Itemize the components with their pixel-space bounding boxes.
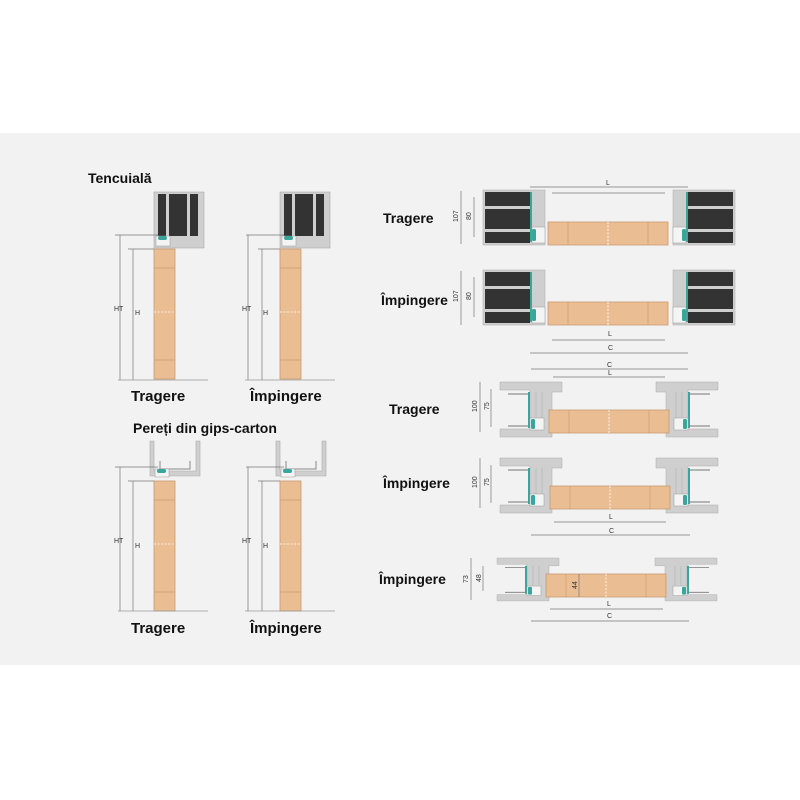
dim-l: L: [608, 331, 612, 338]
plan-thin-push: Împingere 44 L C 73 48: [378, 557, 718, 622]
dim-75: 75: [484, 402, 491, 410]
section-title-plaster: Tencuială: [88, 170, 152, 186]
label-pull: Tragere: [131, 620, 185, 637]
dim-h: H: [263, 310, 268, 317]
dim-100: 100: [472, 400, 479, 412]
dim-h: H: [263, 543, 268, 550]
elevation-plaster-pull: HT H Tragere: [114, 191, 208, 405]
dim-107: 107: [453, 210, 460, 222]
elevation-drywall-pull: HT H Tragere: [114, 440, 208, 637]
plan-plaster-push: Împingere L C 107 80: [380, 269, 736, 354]
plan-plaster-pull: Tragere L 107 80: [383, 180, 736, 246]
dim-h: H: [135, 310, 140, 317]
dim-44: 44: [572, 581, 579, 589]
label-pull: Tragere: [131, 388, 185, 405]
dim-l: L: [606, 180, 610, 187]
dim-ht: HT: [114, 538, 124, 545]
label-pull: Tragere: [389, 401, 440, 417]
section-title-drywall: Pereți din gips-carton: [133, 420, 277, 436]
elevation-drywall-push: HT H Împingere: [242, 440, 335, 637]
label-pull: Tragere: [383, 210, 434, 226]
dim-ht: HT: [242, 538, 252, 545]
label-push: Împingere: [378, 570, 446, 587]
dim-80: 80: [466, 292, 473, 300]
dim-107: 107: [453, 290, 460, 302]
elevation-plaster-push: HT H Împingere: [242, 191, 335, 405]
plan-drywall-pull: Tragere C L 100 75: [389, 362, 719, 438]
dim-100: 100: [472, 476, 479, 488]
label-push: Împingere: [249, 387, 322, 405]
dim-c: C: [609, 528, 614, 535]
dim-l: L: [608, 370, 612, 377]
label-push: Împingere: [249, 619, 322, 637]
dim-73: 73: [463, 575, 470, 583]
label-push: Împingere: [380, 291, 448, 308]
dim-h: H: [135, 543, 140, 550]
dim-c: C: [607, 362, 612, 369]
dim-ht: HT: [242, 306, 252, 313]
dim-c: C: [607, 613, 612, 620]
dim-l: L: [607, 601, 611, 608]
dim-c: C: [608, 345, 613, 352]
dim-ht: HT: [114, 306, 124, 313]
plan-drywall-push: Împingere L C 100 75: [382, 457, 719, 536]
dim-80: 80: [466, 212, 473, 220]
dim-75: 75: [484, 478, 491, 486]
dim-l: L: [609, 514, 613, 521]
label-push: Împingere: [382, 474, 450, 491]
dim-48: 48: [476, 574, 483, 582]
